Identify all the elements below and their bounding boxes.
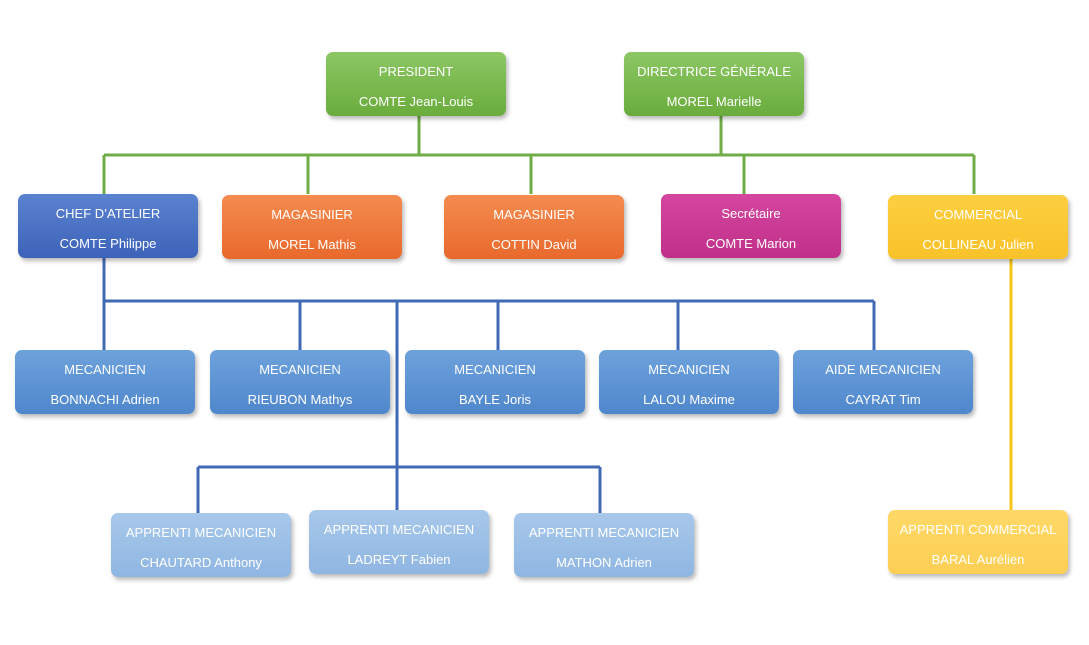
magasinier-box: MAGASINIER MOREL Mathis: [222, 195, 402, 259]
role-label: APPRENTI MECANICIEN: [323, 522, 475, 537]
role-label: APPRENTI COMMERCIAL: [899, 522, 1057, 537]
person-name: LALOU Maxime: [643, 392, 735, 407]
person-name: MATHON Adrien: [556, 555, 652, 570]
role-label: APPRENTI MECANICIEN: [125, 525, 277, 540]
role-label: MAGASINIER: [493, 207, 575, 222]
person-name: BAYLE Joris: [458, 392, 531, 407]
person-name: MOREL Mathis: [268, 237, 356, 252]
apprenti-mecanicien-box: APPRENTI MECANICIEN MATHON Adrien: [514, 513, 694, 577]
person-name: COMTE Philippe: [59, 236, 157, 251]
aide-mecanicien-box: AIDE MECANICIEN CAYRAT Tim: [793, 350, 973, 414]
role-label: COMMERCIAL: [933, 207, 1023, 222]
role-label: MAGASINIER: [271, 207, 353, 222]
person-name: CAYRAT Tim: [845, 392, 921, 407]
role-label: AIDE MECANICIEN: [825, 362, 941, 377]
role-label: Secrétaire: [721, 206, 781, 221]
person-name: COMTE Marion: [705, 236, 797, 251]
role-label: PRESIDENT: [378, 64, 454, 79]
mecanicien-box: MECANICIEN BAYLE Joris: [405, 350, 585, 414]
apprenti-mecanicien-box: APPRENTI MECANICIEN LADREYT Fabien: [309, 510, 489, 574]
person-name: MOREL Marielle: [666, 94, 762, 109]
blue-connectors: [102, 258, 876, 513]
person-name: COTTIN David: [491, 237, 577, 252]
role-label: MECANICIEN: [648, 362, 730, 377]
magasinier-box: MAGASINIER COTTIN David: [444, 195, 624, 259]
president-box: PRESIDENT COMTE Jean-Louis: [326, 52, 506, 116]
person-name: BONNACHI Adrien: [50, 392, 160, 407]
mecanicien-box: MECANICIEN RIEUBON Mathys: [210, 350, 390, 414]
apprenti-mecanicien-box: APPRENTI MECANICIEN CHAUTARD Anthony: [111, 513, 291, 577]
role-label: MECANICIEN: [259, 362, 341, 377]
role-label: MECANICIEN: [454, 362, 536, 377]
directrice-generale-box: DIRECTRICE GÉNÉRALE MOREL Marielle: [624, 52, 804, 116]
mecanicien-box: MECANICIEN LALOU Maxime: [599, 350, 779, 414]
role-label: MECANICIEN: [64, 362, 146, 377]
commercial-box: COMMERCIAL COLLINEAU Julien: [888, 195, 1068, 259]
mecanicien-box: MECANICIEN BONNACHI Adrien: [15, 350, 195, 414]
role-label: DIRECTRICE GÉNÉRALE: [637, 64, 791, 79]
person-name: CHAUTARD Anthony: [140, 555, 262, 570]
secretaire-box: Secrétaire COMTE Marion: [661, 194, 841, 258]
apprenti-commercial-box: APPRENTI COMMERCIAL BARAL Aurélien: [888, 510, 1068, 574]
person-name: COMTE Jean-Louis: [358, 94, 474, 109]
chef-atelier-box: CHEF D’ATELIER COMTE Philippe: [18, 194, 198, 258]
role-label: APPRENTI MECANICIEN: [528, 525, 680, 540]
person-name: RIEUBON Mathys: [247, 392, 353, 407]
person-name: LADREYT Fabien: [347, 552, 451, 567]
person-name: COLLINEAU Julien: [922, 237, 1034, 252]
person-name: BARAL Aurélien: [931, 552, 1025, 567]
green-connectors: [102, 116, 976, 194]
role-label: CHEF D’ATELIER: [55, 206, 161, 221]
